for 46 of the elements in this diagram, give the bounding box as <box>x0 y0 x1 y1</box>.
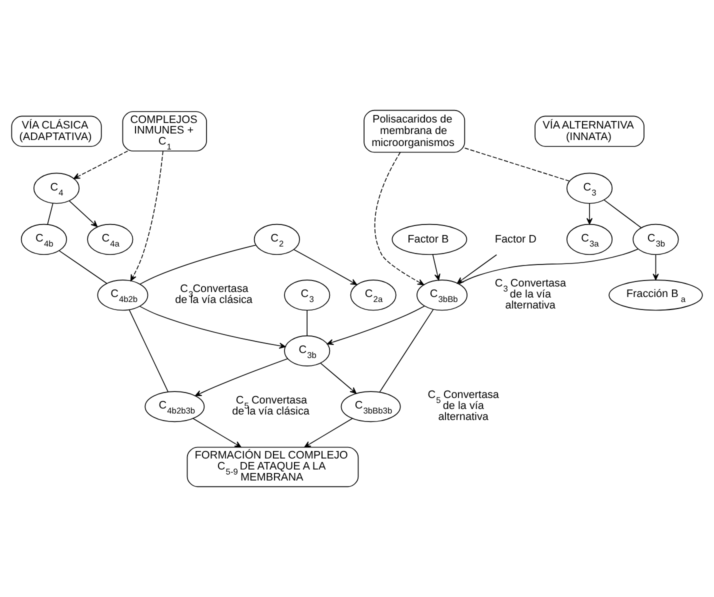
connector <box>128 309 168 392</box>
arrow <box>652 254 659 280</box>
node-text: Factor D <box>494 233 537 246</box>
node-ellipse: C$_{3a}$ <box>566 224 613 255</box>
arrow <box>456 254 498 284</box>
node-ellipse: C$_{3}$ <box>284 280 330 311</box>
node-ellipse: C$_{4b}$ <box>20 224 67 255</box>
node-box: COMPLEJOS INMUNES + C$_{1}$ <box>122 111 207 152</box>
arrow <box>326 306 425 346</box>
node-ellipse: C$_{4a}$ <box>87 224 134 255</box>
node-label: C$_{5}$ Convertasa de la vía alternativa <box>428 389 499 423</box>
node-ellipse: C$_{3}$ <box>566 172 613 204</box>
node-ellipse: Fracción B$_{a}$ <box>608 280 703 311</box>
node-box: FORMACIÓN DEL COMPLEJO C$_{5-9}$ DE ATAQUE A LA MEMBRANA <box>186 446 359 488</box>
arrow <box>130 150 164 282</box>
connector <box>140 244 256 285</box>
connector <box>464 148 570 182</box>
node-ellipse: Factor B <box>392 224 468 255</box>
arrow <box>68 200 98 228</box>
arrow <box>432 254 440 280</box>
node-ellipse: C$_{2}$ <box>254 224 300 255</box>
connector <box>58 250 108 284</box>
arrow <box>586 203 593 225</box>
node-box: VÍA ALTERNATIVA (INNATA) <box>534 116 644 147</box>
node-box: Polisacaridos de membrana de microorganismos <box>364 110 466 153</box>
arrow <box>294 249 358 286</box>
node-box: VÍA CLÁSICA (ADAPTATIVA) <box>11 116 102 147</box>
connector <box>379 309 434 393</box>
arrow <box>73 150 128 179</box>
node-ellipse: C$_{3b}$ <box>284 335 330 366</box>
node-ellipse: C$_{4b2b}$ <box>97 280 148 311</box>
arrow <box>139 306 286 349</box>
node-ellipse: C$_{3bBb3b}$ <box>340 391 401 422</box>
arrow <box>374 152 424 286</box>
node-label: C$_{5}$ Convertasa de la vía clásica <box>232 394 310 418</box>
arrow <box>192 418 242 448</box>
connector <box>47 203 54 225</box>
connector <box>604 200 642 228</box>
arrow <box>320 362 357 394</box>
connector <box>306 310 308 336</box>
node-label: C$_{3}$ Convertasa de la vía alternativa <box>494 278 566 312</box>
connector <box>458 248 638 284</box>
node-label: C$_{3}$Convertasa de la vía clásica <box>175 283 252 306</box>
arrow <box>195 358 288 396</box>
node-ellipse: C$_{3b}$ <box>632 224 679 255</box>
arrow <box>304 418 353 448</box>
